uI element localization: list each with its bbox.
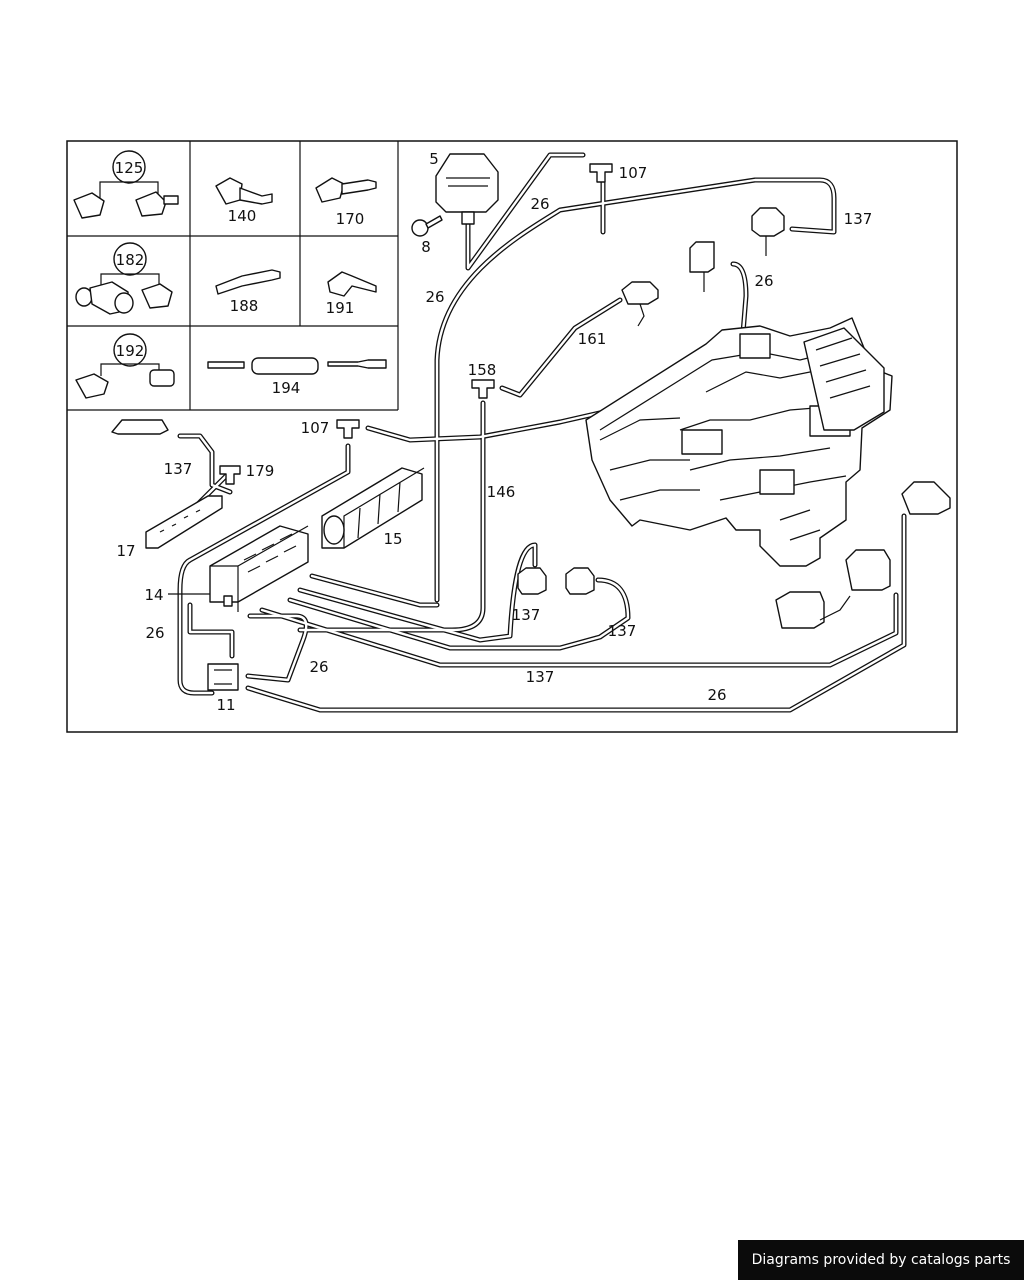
- component-lower-plugs: [775, 549, 891, 629]
- component-17-switch-strip: [145, 495, 223, 549]
- callout-107-b: 107: [301, 419, 330, 437]
- component-158-tee: [471, 379, 495, 399]
- callout-107-a: 107: [619, 164, 648, 182]
- component-107-tee-upper: [589, 163, 613, 183]
- component-179-tee: [219, 465, 241, 485]
- callout-26-c: 26: [425, 288, 444, 306]
- callout-14: 14: [144, 586, 163, 604]
- callout-170: 170: [336, 210, 365, 228]
- inset-part-191: 191: [326, 271, 377, 317]
- callout-191: 191: [326, 299, 355, 317]
- hose-lines-inner: [178, 153, 906, 712]
- inset-part-170: 170: [315, 177, 377, 228]
- callout-11: 11: [216, 696, 235, 714]
- callout-26-b: 26: [754, 272, 773, 290]
- callout-26-d: 26: [145, 624, 164, 642]
- component-137-valve: [751, 207, 785, 256]
- callout-137-e: 137: [526, 668, 555, 686]
- callout-140: 140: [228, 207, 257, 225]
- callout-125: 125: [115, 159, 144, 177]
- inset-part-192: 192: [75, 333, 175, 399]
- callout-192: 192: [116, 342, 145, 360]
- callout-137-b: 137: [164, 460, 193, 478]
- callout-137-d: 137: [608, 622, 637, 640]
- callout-194: 194: [272, 379, 301, 397]
- callout-179: 179: [246, 462, 275, 480]
- component-plug-pair: [517, 567, 595, 595]
- inset-part-194: 194: [207, 357, 387, 397]
- component-161-sensor: [621, 281, 659, 327]
- callout-137-c: 137: [512, 606, 541, 624]
- callout-labels: 5 8 26 107 137 26 26 161 158 107 137 179…: [116, 150, 872, 714]
- callout-188: 188: [230, 297, 259, 315]
- component-bracket: [111, 419, 169, 435]
- callout-161: 161: [578, 330, 607, 348]
- callout-158: 158: [468, 361, 497, 379]
- callout-26-f: 26: [707, 686, 726, 704]
- footer-badge: Diagrams provided by catalogs parts: [738, 1240, 1024, 1280]
- inset-part-140: 140: [215, 177, 273, 225]
- component-14-control-unit: [168, 525, 309, 612]
- component-15-actuator: [321, 467, 425, 549]
- component-hvac-box: [585, 317, 893, 567]
- callout-26-e: 26: [309, 658, 328, 676]
- callout-15: 15: [383, 530, 402, 548]
- footer-text: Diagrams provided by catalogs parts: [751, 1252, 1011, 1268]
- inset-part-188: 188: [215, 269, 281, 315]
- component-8-screw: [411, 215, 443, 237]
- diagram-frame: [66, 140, 958, 733]
- callout-146: 146: [487, 483, 516, 501]
- component-valve-right: [901, 481, 951, 515]
- callout-17: 17: [116, 542, 135, 560]
- inset-part-125: 125: [73, 150, 179, 219]
- component-valve-upper: [689, 241, 715, 292]
- inset-grid: [67, 141, 399, 411]
- callout-5: 5: [429, 150, 439, 168]
- callout-137-a: 137: [844, 210, 873, 228]
- component-11-valve: [207, 663, 239, 691]
- callout-26-a: 26: [530, 195, 549, 213]
- component-5-reservoir: [435, 153, 499, 225]
- callout-8: 8: [421, 238, 431, 256]
- component-107-tee-left: [336, 419, 360, 439]
- callout-182: 182: [116, 251, 145, 269]
- inset-part-182: 182: [75, 242, 173, 315]
